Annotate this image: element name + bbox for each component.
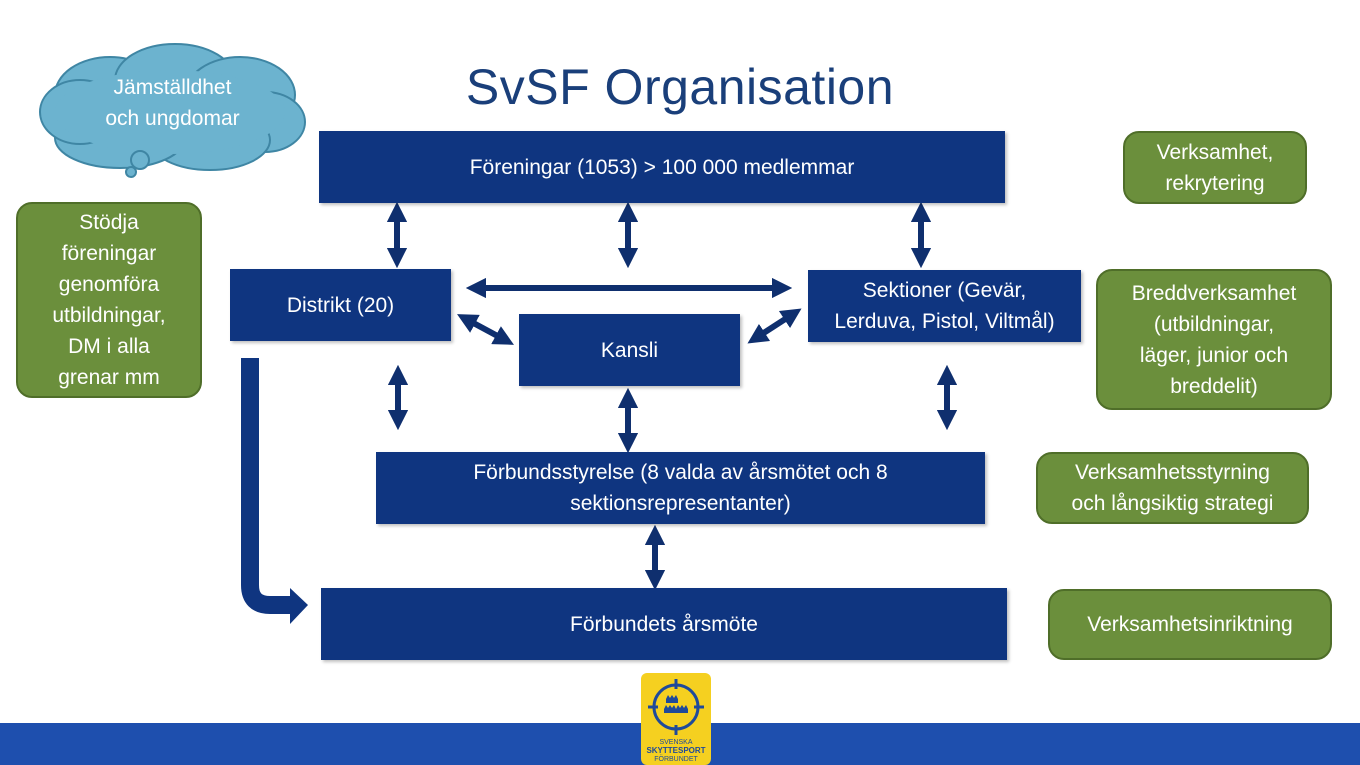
cloud-label: Jämställdhet och ungdomar: [105, 76, 240, 130]
arsmote-label: Förbundets årsmöte: [570, 612, 758, 636]
forbundsstyrelse-label: Förbundsstyrelse (8 valda av årsmötet oc…: [473, 461, 888, 515]
sektioner-label: Sektioner (Gevär, Lerduva, Pistol, Viltm…: [834, 279, 1055, 333]
note-styrning: Verksamhetsstyrning och långsiktig strat…: [1036, 452, 1309, 524]
note-verksamhet: Verksamhet, rekrytering: [1123, 131, 1307, 204]
cloud-shape: [39, 43, 306, 178]
svsf-logo: SVENSKA SKYTTESPORT FÖRBUNDET: [641, 673, 711, 765]
note-inriktning-label: Verksamhetsinriktning: [1087, 613, 1293, 636]
foreningar-box: Föreningar (1053) > 100 000 medlemmar: [319, 131, 1005, 203]
crosshair-crowns-icon: [648, 679, 704, 735]
note-styrning-label: Verksamhetsstyrning och långsiktig strat…: [1071, 461, 1274, 515]
note-bredd: Breddverksamhet (utbildningar, läger, ju…: [1096, 269, 1332, 410]
logo-line2: SKYTTESPORT: [646, 746, 706, 755]
arrow-kansli-sektioner: [747, 308, 802, 344]
arsmote-box: Förbundets årsmöte: [321, 588, 1007, 660]
note-stodja: Stödja föreningar genomföra utbildningar…: [16, 202, 202, 398]
arrow-distrikt-kansli: [457, 314, 514, 345]
foreningar-label: Föreningar (1053) > 100 000 medlemmar: [469, 155, 855, 179]
page-title: SvSF Organisation: [465, 59, 895, 115]
note-verksamhet-label: Verksamhet, rekrytering: [1156, 140, 1274, 195]
note-bredd-label: Breddverksamhet (utbildningar, läger, ju…: [1131, 281, 1297, 398]
distrikt-box: Distrikt (20): [230, 269, 451, 341]
distrikt-label: Distrikt (20): [286, 293, 395, 317]
sektioner-box: Sektioner (Gevär, Lerduva, Pistol, Viltm…: [808, 270, 1081, 342]
kansli-label: Kansli: [600, 338, 659, 362]
forbundsstyrelse-box: Förbundsstyrelse (8 valda av årsmötet oc…: [376, 452, 985, 524]
kansli-box: Kansli: [519, 314, 740, 386]
logo-line3: FÖRBUNDET: [654, 756, 698, 763]
arrow-distrikt-arsmote: [241, 358, 292, 614]
note-stodja-label: Stödja föreningar genomföra utbildningar…: [52, 211, 166, 389]
logo-line1: SVENSKA: [659, 739, 693, 746]
note-inriktning: Verksamhetsinriktning: [1048, 589, 1332, 660]
